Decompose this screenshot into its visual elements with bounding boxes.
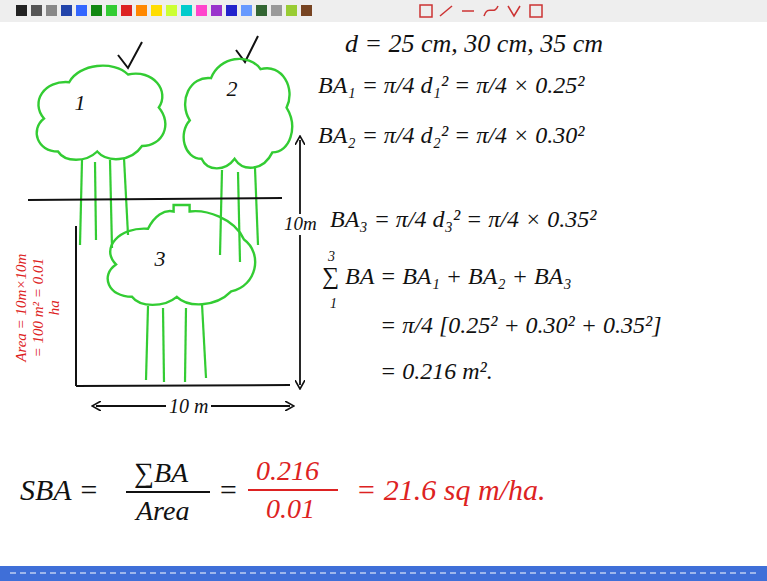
basal-area-equation: BA₂ = π/4 d₂² = π/4 × 0.30² (318, 122, 584, 148)
tree-number: 1 (75, 90, 86, 116)
toolbar (0, 0, 767, 22)
dimension-label: 10m (281, 214, 320, 235)
formula-text: SBA = (20, 473, 99, 506)
progress-bar (0, 566, 767, 581)
sum-equation: = π/4 [0.25² + 0.30² + 0.35²] (380, 312, 662, 338)
dimension-label: 10 m (166, 395, 211, 417)
check-mark (118, 42, 142, 68)
sum-equation: ∑ BA = BA₁ + BA₂ + BA₃ (322, 263, 572, 289)
fraction-bar (126, 491, 210, 493)
tree-number: 2 (227, 76, 238, 102)
crown-outline (30, 58, 170, 168)
color-palette (16, 5, 312, 16)
result-text: = 21.6 sq m/ha. (356, 473, 545, 506)
tree-number: 3 (155, 246, 166, 272)
progress-ticks (10, 573, 757, 574)
dimension-arrow (299, 140, 301, 385)
fraction-denominator: 0.01 (266, 494, 315, 525)
tree-crown: 1 (30, 58, 170, 168)
fraction-numerator: 0.216 (256, 456, 319, 487)
area-note: Area = 10m×10m = 100 m² = 0.01 ha (13, 252, 63, 364)
sum-result: = 0.216 m². (380, 358, 493, 384)
formula-text: = (218, 473, 238, 506)
crown-outline (100, 205, 260, 313)
fraction-numerator: ∑BA (134, 458, 188, 489)
tool-icons (420, 5, 542, 17)
given-diameters: d = 25 cm, 30 cm, 35 cm (345, 30, 603, 59)
basal-area-equation: BA₃ = π/4 d₃² = π/4 × 0.35² (330, 206, 596, 232)
crown-outline (178, 50, 296, 178)
tree-crown: 2 (178, 50, 296, 178)
basal-area-equation: BA₁ = π/4 d₁² = π/4 × 0.25² (318, 72, 584, 98)
tree-trunks (80, 158, 258, 382)
fraction-denominator: Area (136, 496, 189, 527)
tree-crown: 3 (100, 205, 260, 313)
sum-limit: 3 (328, 249, 335, 264)
plot-boundary (28, 198, 290, 386)
fraction-bar (248, 489, 338, 491)
sum-limit: 1 (330, 296, 337, 311)
